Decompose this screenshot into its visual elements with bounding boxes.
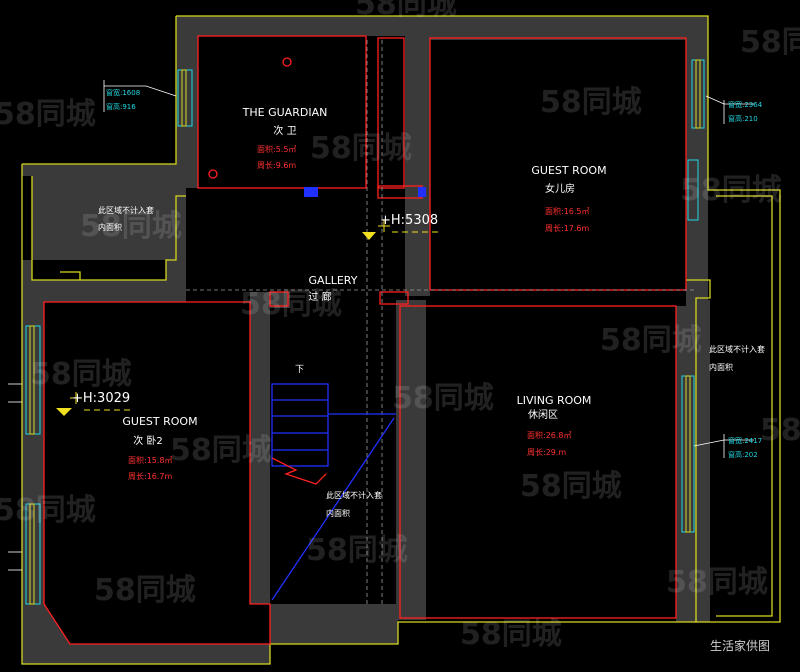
watermark: 58同城 (310, 131, 412, 166)
room-guardian-outline (197, 35, 367, 189)
room-living-outline (399, 305, 677, 619)
wall-lower-left (22, 260, 270, 664)
gallery-name-en: GALLERY (309, 274, 358, 287)
window-right-mid-height: 窗高:202 (728, 450, 758, 459)
level-upper: +H:5308 (380, 213, 438, 228)
watermark: 58同城 (0, 493, 96, 528)
watermark: 58同城 (600, 323, 702, 358)
window-leaders (8, 80, 754, 571)
windows (25, 59, 705, 605)
guest-top-name-en: GUEST ROOM (531, 164, 606, 177)
gallery-name-cn: 过 廊 (308, 290, 331, 303)
watermark: 58同城 (240, 287, 342, 322)
guardian-name-cn: 次 卫 (273, 124, 296, 137)
watermark: 58同城 (94, 573, 196, 608)
level-lower: +H:3029 (72, 391, 130, 406)
room-lines (43, 35, 687, 645)
watermark: 58同城 (0, 97, 96, 132)
watermark: 58同城 (30, 357, 132, 392)
watermark: 58同城 (460, 617, 562, 652)
watermark: 58同城 (520, 469, 622, 504)
watermark: 58同城 (306, 533, 408, 568)
guest-top-perimeter: 周长:17.6m (545, 223, 590, 233)
source-label: 生活家供图 (710, 638, 770, 653)
watermark: 58同城 (170, 433, 272, 468)
guest-left-perimeter: 周长:16.7m (128, 471, 173, 481)
level-markers (56, 220, 440, 416)
window-right-top-height: 窗高:210 (728, 114, 758, 123)
watermark: 58同城 (666, 565, 768, 600)
excluded-note-stair-2: 内面积 (326, 508, 350, 518)
stair-label: 下 (295, 365, 304, 375)
living-name-en: LIVING ROOM (517, 394, 592, 407)
guest-top-area: 面积:16.5㎡ (545, 206, 590, 216)
labels: THE GUARDIAN 次 卫 面积:5.5㎡ 周长:9.6m GUEST R… (72, 88, 770, 653)
watermark: 58同城 (740, 25, 800, 60)
guest-left-area: 面积:15.8㎡ (128, 455, 173, 465)
watermark: 58同城 (540, 85, 642, 120)
excluded-note-stair-1: 此区域不计入套 (326, 490, 382, 500)
watermark: 58同城 (355, 0, 457, 22)
watermark: 58同城 (392, 381, 494, 416)
wall-bottom (270, 604, 398, 644)
watermark: 58同城 (80, 209, 182, 244)
excluded-note-left-1: 此区域不计入套 (98, 205, 154, 215)
center-lines (186, 40, 696, 604)
watermark: 58同城 (680, 173, 782, 208)
excluded-note-right-1: 此区域不计入套 (709, 344, 765, 354)
guest-top-name-cn: 女儿房 (545, 182, 575, 195)
walls (22, 16, 710, 664)
window-left-top-width: 窗宽:1608 (106, 88, 140, 97)
excluded-note-left-2: 内面积 (98, 222, 122, 232)
window-left-top-height: 窗高:916 (106, 102, 136, 111)
watermark: 58同城 (760, 413, 800, 448)
window-right-top-width: 窗宽:2364 (728, 100, 763, 109)
staircase (271, 383, 396, 601)
blue-accents (304, 187, 426, 197)
guardian-name-en: THE GUARDIAN (242, 106, 328, 119)
wall-right-lower (676, 300, 710, 622)
room-corridor-outline (377, 37, 405, 189)
living-area: 面积:26.8㎡ (527, 430, 572, 440)
guest-left-name-cn: 次 卧2 (133, 434, 163, 447)
guardian-area: 面积:5.5㎡ (257, 144, 296, 154)
living-perimeter: 周长:29.m (527, 447, 566, 457)
wall-guardian-block (176, 16, 378, 188)
guest-left-name-en: GUEST ROOM (122, 415, 197, 428)
room-guest-left-outline (43, 301, 271, 645)
window-right-mid-width: 窗宽:2417 (728, 436, 762, 445)
guardian-perimeter: 周长:9.6m (257, 160, 296, 170)
watermarks: 58同城 58同城 58同城 58同城 58同城 58同城 58同城 58同城 … (0, 0, 800, 652)
living-name-cn: 休闲区 (528, 408, 558, 421)
wall-left-ext (22, 164, 186, 300)
excluded-note-right-2: 内面积 (709, 362, 733, 372)
